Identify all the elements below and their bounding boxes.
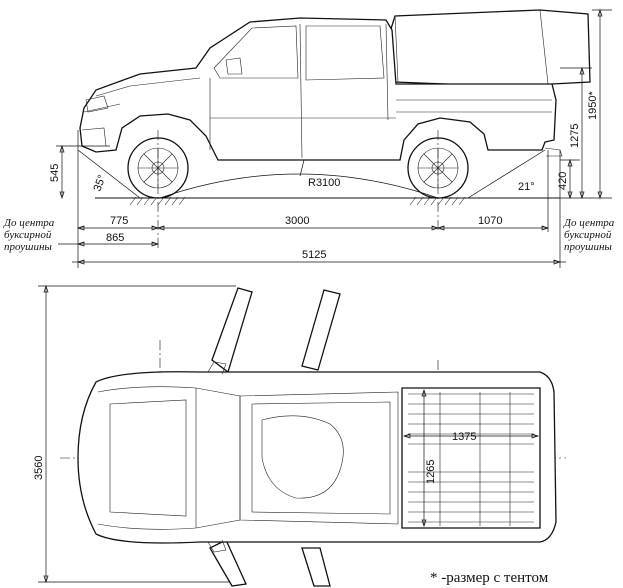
dim-overall-width: 3560 (33, 456, 45, 480)
truck-body (79, 17, 557, 161)
svg-text:буксирной: буксирной (564, 229, 612, 241)
dim-towing-front: 865 (106, 232, 124, 244)
dim-height-left (56, 144, 110, 200)
svg-text:буксирной: буксирной (4, 229, 52, 241)
side-view: 775 3000 1070 865 5125 R3100 545 1275 19… (3, 8, 615, 268)
angle-approach: 35° (92, 173, 109, 193)
approach-line (77, 149, 141, 199)
dim-line-row2 (58, 241, 160, 247)
dim-turn-radius: R3100 (308, 177, 340, 189)
dim-height-hood: 545 (49, 164, 61, 182)
front-window (213, 25, 299, 79)
side-mirror (225, 57, 243, 75)
headlight (85, 95, 109, 113)
dim-bed-width: 1265 (425, 460, 437, 484)
rear-door-lower (301, 547, 331, 587)
svg-text:проушины: проушины (4, 241, 52, 253)
angle-departure: 21° (518, 181, 535, 193)
towing-note-right: До центра буксирной проушины (563, 217, 615, 253)
dim-height-rear: 420 (557, 172, 569, 190)
svg-text:проушины: проушины (564, 241, 612, 253)
ramp-arc (159, 173, 439, 199)
dim-overall-length: 5125 (302, 249, 326, 261)
dim-front-overhang: 775 (110, 215, 128, 227)
svg-text:До центра: До центра (563, 217, 615, 229)
cargo-bed (401, 387, 541, 529)
ground-hatch-front (129, 196, 186, 206)
dim-line-row3 (72, 259, 566, 265)
front-door-lower (209, 539, 247, 587)
top-view: 3560 (33, 284, 566, 587)
bed-slats (408, 392, 534, 526)
front-door-upper (211, 287, 253, 374)
dim-height-bed: 1275 (569, 124, 581, 148)
dim-bed-length: 1375 (452, 431, 476, 443)
tent-canopy (384, 9, 591, 89)
footnote-tent: * -размер с тентом (430, 570, 549, 586)
departure-line (467, 149, 546, 199)
dim-rear-overhang: 1070 (478, 215, 502, 227)
svg-text:До центра: До центра (3, 217, 55, 229)
cab-roof (239, 391, 399, 525)
dim-height-tent: 1950* (587, 91, 599, 120)
dim-line-row1 (76, 225, 550, 231)
dim-height-right (560, 8, 612, 200)
towing-note-left: До центра буксирной проушины (3, 217, 55, 253)
dim-wheelbase: 3000 (285, 215, 309, 227)
dim-width-line (38, 284, 236, 584)
rear-door-upper (301, 289, 341, 371)
rear-window (305, 25, 385, 81)
